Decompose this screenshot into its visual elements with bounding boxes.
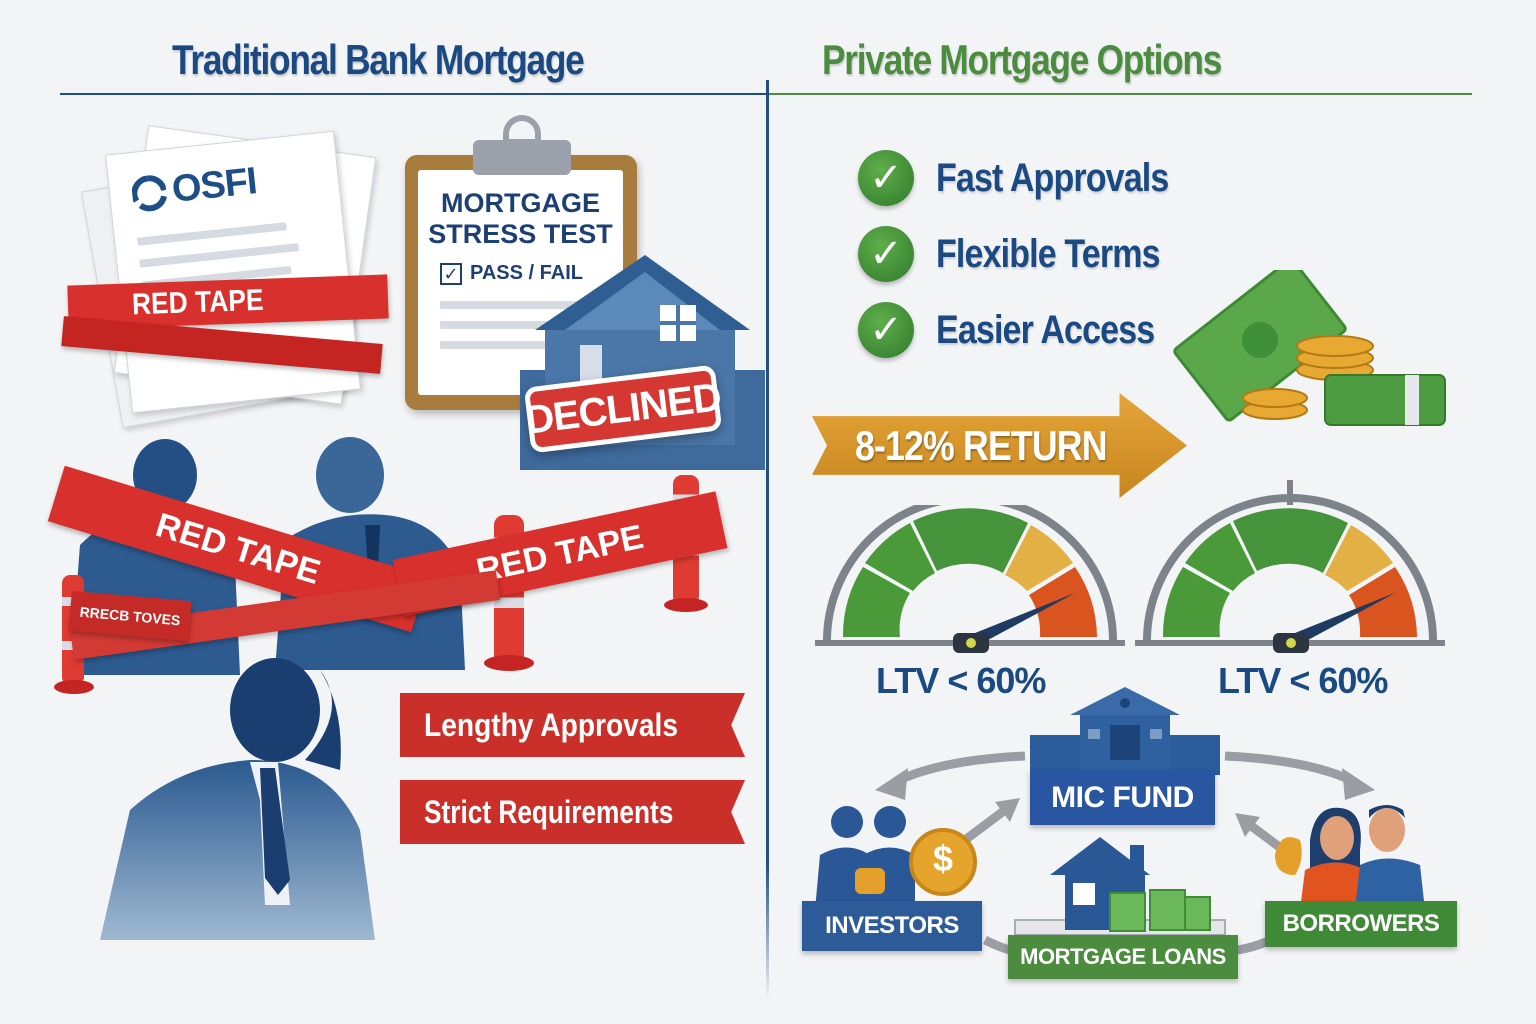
- left-section-title: Traditional Bank Mortgage: [172, 36, 585, 83]
- mortgage-loans-house-icon: [1010, 835, 1230, 945]
- clipboard-paper: MORTGAGE STRESS TEST ✓ PASS / FAIL: [418, 170, 623, 395]
- post-base: [484, 655, 534, 671]
- stressed-businessman-main: [100, 650, 390, 940]
- post-base: [664, 598, 708, 612]
- banner-lengthy-approvals: Lengthy Approvals: [400, 693, 745, 757]
- return-label: 8-12% RETURN: [855, 422, 1108, 469]
- mortgage-loans-box: MORTGAGE LOANS: [1008, 935, 1238, 979]
- checkmark-icon: ✓: [858, 302, 914, 358]
- osfi-document-stack: OSFI: [80, 125, 390, 429]
- ltv-label-1: LTV < 60%: [876, 660, 1046, 701]
- checkmark-icon: ✓: [858, 150, 914, 206]
- osfi-document: OSFI: [105, 130, 361, 414]
- stress-test-title-2: STRESS TEST: [428, 219, 613, 249]
- benefits-list: ✓ Fast Approvals ✓ Flexible Terms ✓ Easi…: [858, 150, 1209, 358]
- borrowers-box: BORROWERS: [1265, 901, 1457, 947]
- benefit-item: ✓ Flexible Terms: [858, 226, 1209, 282]
- money-illustration: [1165, 258, 1455, 440]
- right-section-title: Private Mortgage Options: [822, 36, 1222, 83]
- osfi-logo: OSFI: [130, 154, 317, 216]
- investors-box: INVESTORS: [802, 901, 982, 951]
- checkbox-checked-icon: ✓: [440, 262, 462, 285]
- checkmark-icon: ✓: [858, 226, 914, 282]
- benefit-item: ✓ Fast Approvals: [858, 150, 1209, 206]
- osfi-logo-icon: [131, 174, 168, 211]
- ltv-gauge-2: [1135, 480, 1445, 655]
- mic-fund-box: MIC FUND: [1030, 770, 1215, 825]
- pass-fail-row: ✓ PASS / FAIL: [440, 262, 623, 285]
- investors-icon: [815, 800, 985, 910]
- right-title-underline: [768, 93, 1472, 95]
- ltv-label-2: LTV < 60%: [1218, 660, 1388, 701]
- banner-strict-requirements: Strict Requirements: [400, 780, 745, 844]
- center-divider: [766, 80, 769, 1000]
- mic-fund-building: [1030, 685, 1220, 775]
- borrowers-icon: [1265, 800, 1450, 910]
- clipboard-clip: [473, 140, 571, 175]
- left-title-underline: [60, 93, 768, 95]
- benefit-item: ✓ Easier Access: [858, 302, 1209, 358]
- post-base: [54, 680, 94, 694]
- stress-test-title-1: MORTGAGE: [441, 188, 600, 218]
- ltv-gauge-1: [815, 494, 1125, 655]
- dollar-coin-icon: $: [932, 838, 954, 879]
